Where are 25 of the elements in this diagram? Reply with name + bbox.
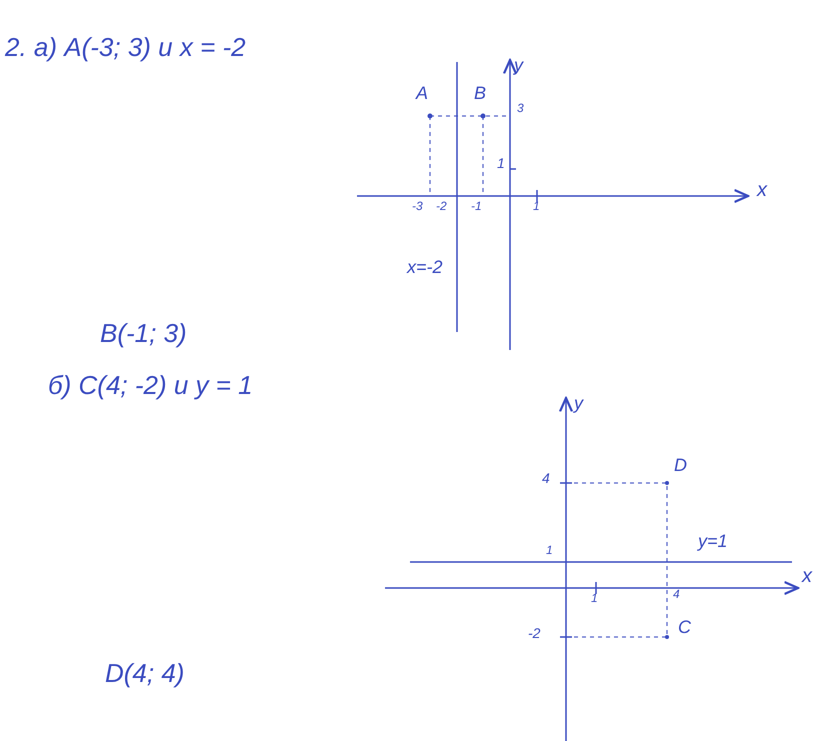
answer-text: B(-1; 3) <box>100 320 187 346</box>
axis-label: x <box>802 566 812 586</box>
tick-label: -1 <box>471 200 482 212</box>
answer-text: D(4; 4) <box>105 660 184 686</box>
point-label: C <box>678 618 691 636</box>
tick-label: -3 <box>412 200 423 212</box>
task-heading: б) C(4; -2) и y = 1 <box>48 372 253 398</box>
tick-label: 1 <box>533 200 540 212</box>
axis-label: x <box>757 180 767 200</box>
tick-label: 1 <box>497 156 505 170</box>
tick-label: 3 <box>517 102 524 114</box>
axis-label: y <box>574 394 583 412</box>
tick-label: 1 <box>591 592 598 604</box>
point-label: A <box>416 84 428 102</box>
point-label: B <box>474 84 486 102</box>
tick-label: 4 <box>673 588 680 600</box>
point-label: D <box>674 456 687 474</box>
task-heading: 2. а) A(-3; 3) и x = -2 <box>5 34 246 60</box>
line-label: x=-2 <box>407 258 443 276</box>
tick-label: 4 <box>542 471 550 485</box>
tick-label: 1 <box>546 544 553 556</box>
tick-label: -2 <box>528 626 540 640</box>
tick-label: -2 <box>436 200 447 212</box>
axis-label: y <box>514 56 523 74</box>
line-label: y=1 <box>698 532 728 550</box>
